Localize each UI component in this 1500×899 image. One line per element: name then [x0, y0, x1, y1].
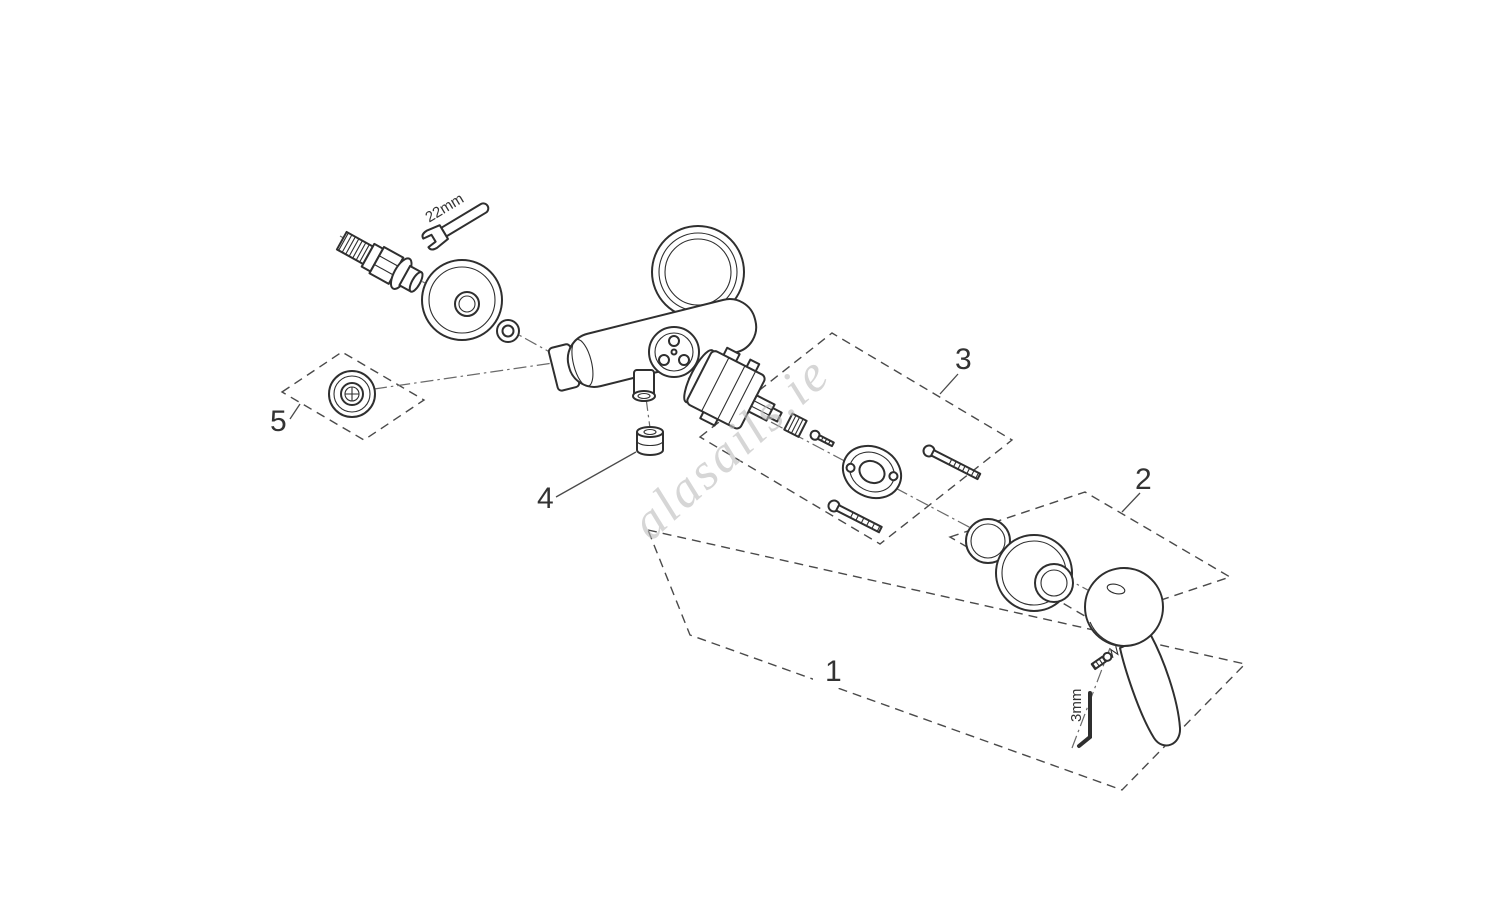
fixing-screw-lower [827, 499, 883, 534]
lever-logo-oval [1106, 583, 1126, 595]
part4-nut [636, 426, 664, 456]
allen-key-size-label: 3mm [1068, 689, 1085, 722]
axis-line-adapter [373, 361, 561, 390]
part-number-3: 3 [955, 343, 972, 376]
part2-group-box [948, 491, 1232, 623]
wall-escutcheon [421, 259, 503, 341]
part3-group-box [698, 332, 1014, 545]
mixer-body [547, 225, 758, 402]
part-number-1: 1 [825, 655, 842, 688]
part-number-2: 2 [1135, 463, 1152, 496]
stop-ring [995, 534, 1074, 612]
allen-key-icon [1077, 691, 1092, 748]
leader-part5 [289, 403, 301, 420]
lever-cap [1084, 567, 1164, 647]
part1-group-box [646, 529, 1247, 791]
lever-handle [1084, 567, 1182, 747]
shower-outlet [632, 369, 656, 402]
part5-group-box [280, 351, 426, 441]
part5-adapter [328, 370, 376, 418]
leader-part2 [1121, 492, 1141, 513]
leader-part3 [939, 373, 959, 395]
thread-hatch [338, 232, 370, 263]
o-ring [965, 518, 1011, 564]
axis-line-outlet [645, 397, 651, 429]
washer [496, 319, 520, 343]
fixing-screw-upper [922, 444, 982, 481]
part-number-5: 5 [270, 405, 287, 438]
lever-blade [1119, 629, 1182, 747]
mounting-flange [841, 444, 903, 500]
label1-mask [813, 650, 853, 688]
part-number-4: 4 [537, 482, 554, 515]
cartridge [683, 346, 835, 448]
grub-screw [1090, 645, 1119, 671]
s-union-fitting [335, 230, 424, 293]
axis-line-inlet [339, 235, 576, 367]
wrench-icon [421, 202, 490, 251]
leader-part4 [555, 451, 637, 498]
small-screw [809, 429, 835, 448]
